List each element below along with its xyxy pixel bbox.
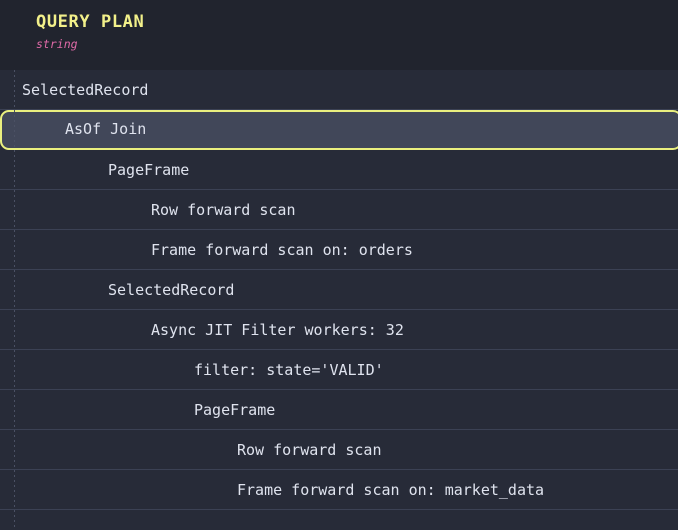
plan-row[interactable]: SelectedRecord <box>0 270 678 310</box>
plan-row-text: Frame forward scan on: market_data <box>237 481 545 499</box>
plan-row-text: Row forward scan <box>151 201 296 219</box>
plan-row[interactable]: filter: state='VALID' <box>0 350 678 390</box>
plan-row[interactable]: Row forward scan <box>0 430 678 470</box>
plan-row[interactable]: SelectedRecord <box>0 70 678 110</box>
plan-row[interactable]: Frame forward scan on: orders <box>0 230 678 270</box>
plan-row[interactable]: Row forward scan <box>0 190 678 230</box>
plan-row-text: Row forward scan <box>237 441 382 459</box>
plan-row-text: SelectedRecord <box>22 81 149 99</box>
plan-row-text: Frame forward scan on: orders <box>151 241 413 259</box>
plan-row-text: SelectedRecord <box>108 281 235 299</box>
plan-row-text: Async JIT Filter workers: 32 <box>151 321 404 339</box>
plan-row[interactable]: PageFrame <box>0 150 678 190</box>
plan-row-text: PageFrame <box>108 161 190 179</box>
column-title: QUERY PLAN <box>36 12 145 32</box>
plan-row[interactable]: Frame forward scan on: market_data <box>0 470 678 510</box>
plan-row[interactable]: PageFrame <box>0 390 678 430</box>
column-type-label: string <box>36 37 78 51</box>
plan-row-text: PageFrame <box>194 401 276 419</box>
plan-row[interactable]: Async JIT Filter workers: 32 <box>0 310 678 350</box>
plan-row-text: filter: state='VALID' <box>194 361 384 379</box>
column-header[interactable]: QUERY PLAN string <box>0 0 678 70</box>
plan-row-selected[interactable]: AsOf Join <box>0 110 678 150</box>
plan-row-text: AsOf Join <box>65 120 147 138</box>
